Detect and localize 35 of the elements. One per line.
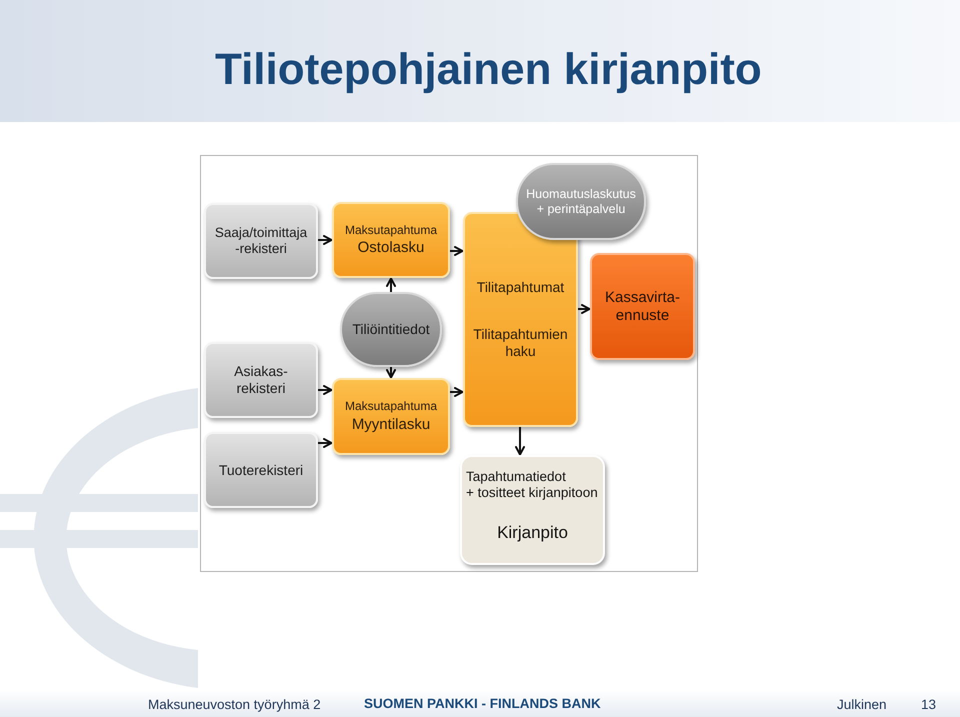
- forecast-box: [590, 253, 695, 360]
- footer-text: Maksuneuvoston työryhmä 2: [148, 697, 321, 714]
- page-number: 13: [921, 697, 936, 714]
- arrow: [515, 427, 525, 456]
- node-label: Tiliöintitiedot: [352, 321, 430, 338]
- arrow: [386, 367, 396, 378]
- node-label: Kirjanpito: [496, 523, 569, 544]
- arrow: [450, 246, 464, 256]
- process-box: [332, 202, 450, 278]
- arrow: [318, 235, 332, 245]
- arrow: [386, 278, 396, 292]
- register-box: [204, 342, 318, 418]
- node-label: Tilitapahtumien haku: [472, 326, 569, 360]
- node-label: Ostolasku: [358, 239, 424, 258]
- node-label: Saaja/toimittaja -rekisteri: [214, 224, 308, 258]
- node-label: Maksutapahtuma: [344, 399, 438, 414]
- register-box: [204, 432, 318, 508]
- node-label: Myyntilasku: [352, 416, 430, 434]
- node-label: Tapahtumatiedot + tositteet kirjanpitoon: [466, 469, 599, 502]
- register-box: [204, 203, 318, 279]
- arrow: [450, 387, 464, 397]
- arrow: [318, 385, 332, 395]
- arrow: [578, 304, 590, 314]
- organization-name: SUOMEN PANKKI - FINLANDS BANK: [364, 696, 601, 712]
- node-label: Tuoterekisteri: [218, 462, 304, 478]
- arrow: [318, 438, 332, 448]
- node-label: Tilitapahtumat: [476, 279, 564, 296]
- node-label: Maksutapahtuma: [344, 222, 438, 238]
- node-label: Huomautuslaskutus + perintäpalvelu: [526, 186, 636, 216]
- node-label: Asiakas- rekisteri: [233, 363, 289, 397]
- node-label: Kassavirta- ennuste: [604, 288, 682, 324]
- slide-title: Tiliotepohjainen kirjanpito: [215, 44, 762, 96]
- accounting-box: [460, 455, 605, 565]
- classification-label: Julkinen: [837, 697, 887, 714]
- process-box: [332, 378, 450, 455]
